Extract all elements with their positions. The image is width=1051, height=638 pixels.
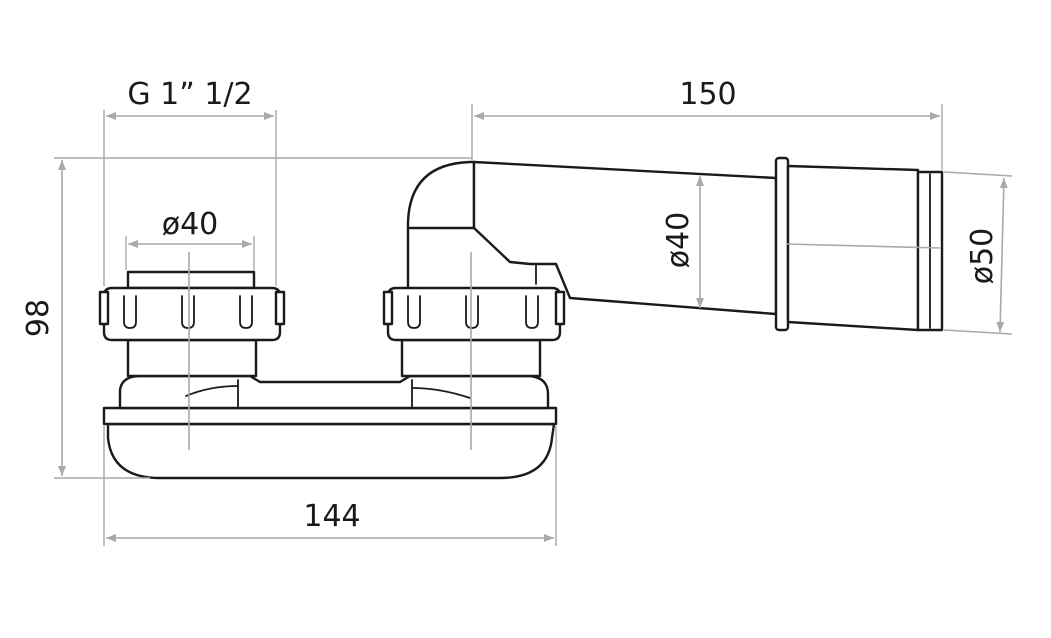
right-nut-rib-1 [407, 295, 421, 329]
left-neck [126, 338, 258, 378]
left-nut-rib-1 [123, 295, 137, 329]
left-nut [102, 286, 282, 342]
left-nut-edge-r [274, 290, 286, 326]
right-nut-edge-l [382, 290, 394, 326]
left-collar [126, 270, 256, 290]
label-d40-outlet: ø40 [661, 212, 696, 269]
outlet-pipe-end [786, 164, 920, 332]
labels: G 1” 1/2 150 ø40 ø40 ø50 98 144 [21, 77, 1000, 534]
right-nut-edge-r [554, 290, 566, 326]
housing-contour-right [411, 387, 471, 399]
trap-rim [102, 406, 558, 426]
outlet-axis [785, 243, 941, 249]
trap-housing [118, 374, 550, 410]
label-d40-inlet: ø40 [162, 207, 219, 242]
left-nut-edge-l [98, 290, 110, 326]
housing-contour-left [185, 385, 239, 397]
label-150: 150 [679, 77, 736, 112]
dimensions [54, 104, 1013, 546]
right-elbow [406, 160, 476, 294]
ext-d50-top [943, 171, 1013, 177]
label-98: 98 [21, 299, 56, 337]
right-nut-rib-2 [465, 295, 479, 329]
right-nut [386, 286, 562, 342]
siphon-body [98, 156, 944, 480]
label-d50: ø50 [965, 228, 1000, 285]
dim-d50 [996, 177, 1008, 333]
trap-bowl [106, 422, 556, 480]
ext-d50-bottom [943, 329, 1013, 335]
left-nut-rib-2 [181, 295, 195, 329]
label-thread: G 1” 1/2 [127, 77, 252, 112]
right-nut-rib-3 [525, 295, 539, 329]
left-nut-rib-3 [239, 295, 253, 329]
label-144: 144 [303, 499, 360, 534]
axis-lines [188, 243, 941, 450]
